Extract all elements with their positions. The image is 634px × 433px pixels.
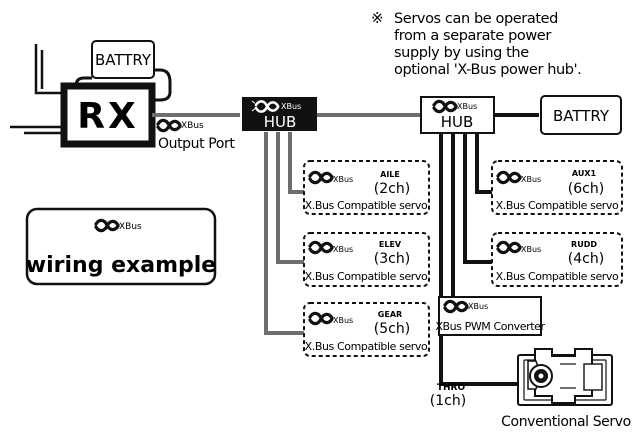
note-mark: ※: [371, 9, 384, 27]
wiring-example-label: wiring example: [26, 253, 216, 278]
servo-aile-channel: (2ch): [374, 181, 410, 197]
servo-rudd-name: RUDD: [571, 240, 597, 249]
hub-right-label: HUB: [441, 113, 474, 131]
servo-elev-channel: (3ch): [374, 251, 410, 267]
servo-elev: XBus ELEV (3ch) X.Bus Compatible servo: [303, 232, 430, 287]
servo-rudd: XBus RUDD (4ch) X.Bus Compatible servo: [491, 232, 623, 287]
servo-aux1-xbus-text: XBus: [521, 175, 541, 184]
conventional-servo-label: Conventional Servo: [501, 414, 631, 430]
hub-right-xbus-text: XBus: [457, 102, 477, 111]
servo-aile: XBus AILE (2ch) X.Bus Compatible servo: [303, 160, 430, 215]
output-port-label: Output Port: [158, 136, 235, 152]
servo-aile-name: AILE: [380, 170, 400, 179]
battery-wire-left: [150, 68, 172, 102]
servo-rudd-channel: (4ch): [568, 251, 604, 267]
battery-left: [91, 40, 155, 79]
pwm-converter-xbus-text: XBus: [468, 302, 488, 311]
servo-elev-caption: X.Bus Compatible servo: [305, 270, 428, 283]
servo-gear: XBus GEAR (5ch) X.Bus Compatible servo: [303, 302, 430, 357]
servo-aile-xbus-text: XBus: [333, 175, 353, 184]
antenna-wires: [10, 44, 62, 135]
servo-rudd-xbus-text: XBus: [521, 245, 541, 254]
xbus-logo-icon: [156, 118, 182, 133]
servo-gear-xbus-text: XBus: [333, 316, 353, 325]
servo-aile-caption: X.Bus Compatible servo: [305, 199, 428, 212]
servo-aux1-channel: (6ch): [568, 181, 604, 197]
servo-gear-name: GEAR: [378, 310, 402, 319]
thro-channel: (1ch): [430, 393, 466, 409]
hub-left-xbus-text: XBus: [281, 102, 301, 111]
conventional-servo-icon: [517, 348, 613, 406]
servo-elev-xbus-text: XBus: [333, 245, 353, 254]
wiring-example-box: [25, 207, 217, 286]
pwm-converter-label: XBus PWM Converter: [435, 320, 545, 333]
servo-gear-channel: (5ch): [374, 321, 410, 337]
xbus-logo-text: XBus: [181, 121, 204, 131]
battery-right-label: BATTRY: [553, 107, 610, 125]
note-line-2: from a separate power: [394, 28, 551, 44]
note-line-3: supply by using the: [394, 45, 529, 61]
servo-aux1-name: AUX1: [572, 169, 597, 178]
note-line-1: Servos can be operated: [394, 11, 558, 27]
wiring-example-xbus-text: XBus: [119, 222, 142, 232]
servo-gear-caption: X.Bus Compatible servo: [305, 340, 428, 353]
xbus-cables: [152, 113, 421, 335]
thro-name: THRO: [437, 383, 466, 393]
rx-label: RX: [77, 96, 138, 137]
hub-left-label: HUB: [264, 113, 297, 131]
servo-elev-name: ELEV: [379, 240, 402, 249]
hub-right-cables: [439, 113, 539, 386]
hub-right: [420, 96, 495, 134]
battery-left-label: BATTRY: [95, 51, 152, 69]
pwm-converter: XBus XBus PWM Converter: [435, 296, 546, 336]
power-hub-note: ※ Servos can be operated from a separate…: [371, 9, 582, 78]
note-line-4: optional 'X-Bus power hub'.: [394, 62, 581, 78]
battery-right: [540, 95, 622, 135]
servo-rudd-caption: X.Bus Compatible servo: [496, 270, 619, 283]
servo-aux1: XBus AUX1 (6ch) X.Bus Compatible servo: [491, 160, 623, 215]
servo-aux1-caption: X.Bus Compatible servo: [496, 199, 619, 212]
